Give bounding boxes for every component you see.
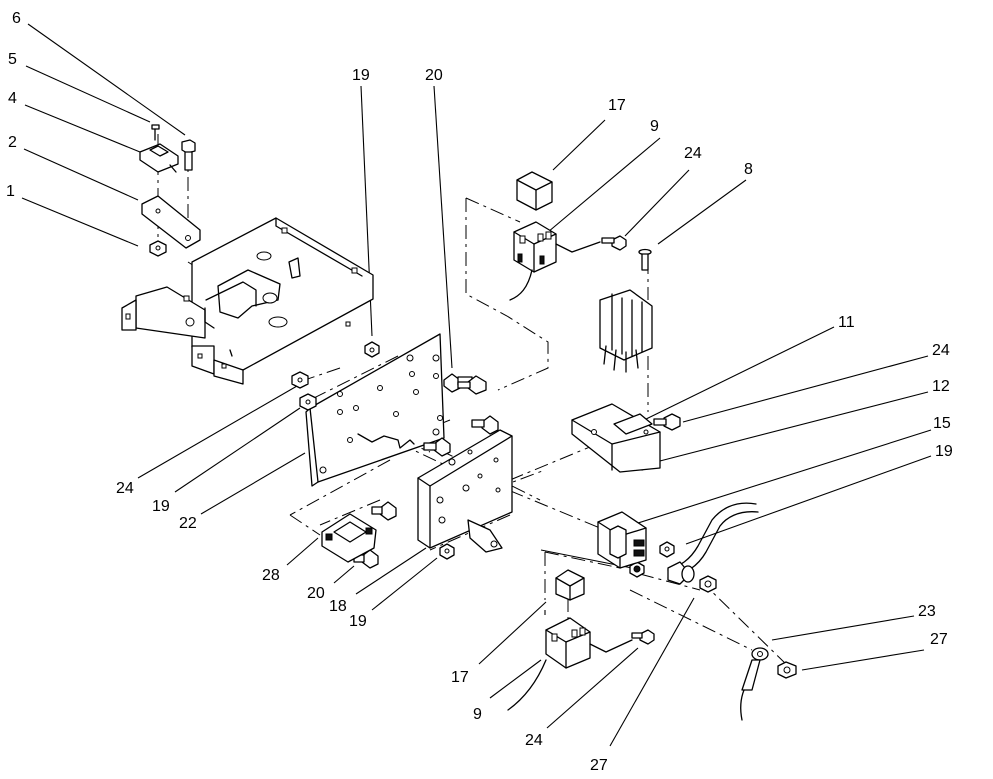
nut-19-bottom <box>439 543 455 560</box>
screw-8 <box>638 248 652 271</box>
nut-24-right <box>659 541 675 558</box>
bracket-2 <box>141 195 201 249</box>
callout-20-top: 20 <box>425 67 443 84</box>
relay-17-top <box>516 171 553 211</box>
callout-23: 23 <box>918 603 936 620</box>
bolt-20-top-b <box>457 375 487 395</box>
callout-12: 12 <box>932 378 950 395</box>
callout-6: 6 <box>12 10 21 27</box>
nut-1 <box>149 240 167 257</box>
bolt-mid-2 <box>423 437 451 457</box>
callout-4: 4 <box>8 90 17 107</box>
screw-24-bracket <box>653 413 681 431</box>
callout-22: 22 <box>179 515 197 532</box>
callout-18: 18 <box>329 598 347 615</box>
panel-22 <box>305 333 445 487</box>
callout-15: 15 <box>933 415 951 432</box>
nut-27-far <box>777 661 797 679</box>
callout-24-right: 24 <box>932 342 950 359</box>
relay-socket-9-top <box>509 221 601 301</box>
nut-19-top <box>364 341 380 358</box>
nut-24-left <box>291 371 309 389</box>
assembly-center-lines <box>157 134 791 669</box>
callout-17-bottom: 17 <box>451 669 469 686</box>
callout-20-bottom: 20 <box>307 585 325 602</box>
callout-9-bottom: 9 <box>473 706 482 723</box>
callout-8: 8 <box>744 161 753 178</box>
callout-28: 28 <box>262 567 280 584</box>
callout-24-bottom: 24 <box>525 732 543 749</box>
nut-19-right <box>629 561 645 578</box>
connector-8-assembly <box>599 289 653 373</box>
bracket-18 <box>417 429 513 553</box>
screw-24-top <box>601 235 627 251</box>
leader-lines <box>21 23 932 747</box>
callout-1: 1 <box>6 183 15 200</box>
callout-27-right: 27 <box>930 631 948 648</box>
relay-17-bottom <box>555 569 585 601</box>
callout-labels: 6 5 4 2 1 19 20 17 9 24 8 11 24 12 15 19… <box>6 10 953 774</box>
callout-19-right: 19 <box>935 443 953 460</box>
callout-24-top: 24 <box>684 145 702 162</box>
nut-27-mid <box>699 575 717 593</box>
bolt-28-top <box>371 501 397 521</box>
relay-socket-9-bottom <box>507 617 633 711</box>
cable-assembly <box>667 502 759 585</box>
circuit-breaker-15 <box>597 511 647 569</box>
callout-11: 11 <box>838 314 855 331</box>
bracket-11 <box>571 403 661 473</box>
terminal-23 <box>740 647 769 721</box>
mount-28 <box>321 513 377 563</box>
callout-24-left: 24 <box>116 480 134 497</box>
nut-19-left <box>299 393 317 411</box>
callout-19-bottom: 19 <box>349 613 367 630</box>
switch-4 <box>139 143 179 173</box>
callout-17-top: 17 <box>608 97 626 114</box>
bolt-6 <box>181 139 196 171</box>
screw-24-bottom <box>631 629 655 645</box>
callout-19-left: 19 <box>152 498 170 515</box>
screw-5 <box>151 124 160 141</box>
main-mounting-plate <box>121 217 374 385</box>
callout-5: 5 <box>8 51 17 68</box>
bolt-mid <box>471 415 499 435</box>
callout-2: 2 <box>8 134 17 151</box>
callout-27-bottom: 27 <box>590 757 608 774</box>
callout-9-top: 9 <box>650 118 659 135</box>
callout-19-top: 19 <box>352 67 370 84</box>
